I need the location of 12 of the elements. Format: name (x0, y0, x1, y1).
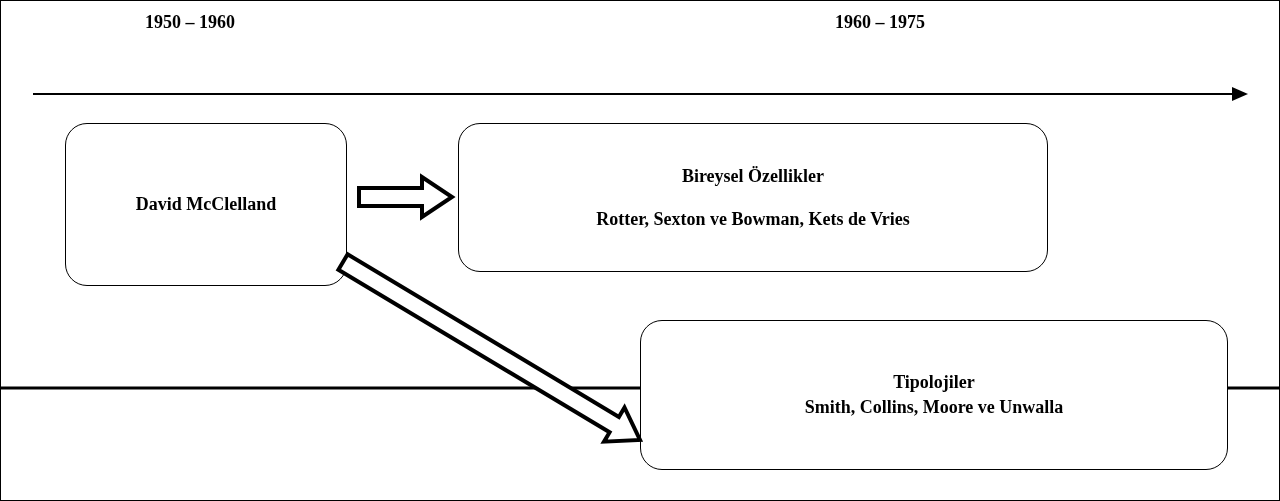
box-heading: Bireysel Özellikler (681, 165, 825, 187)
box-text: Rotter, Sexton ve Bowman, Kets de Vries (596, 208, 910, 230)
box-text: Smith, Collins, Moore ve Unwalla (804, 397, 1064, 418)
box-heading: Tipolojiler (893, 372, 975, 393)
block-arrow (357, 173, 456, 221)
box-text: David McClelland (135, 194, 277, 215)
rounded-box (458, 123, 1048, 272)
period-label: 1950 – 1960 (145, 12, 235, 33)
rounded-box (640, 320, 1228, 470)
block-arrow (335, 251, 644, 444)
rounded-box (65, 123, 347, 286)
period-label: 1960 – 1975 (835, 12, 925, 33)
